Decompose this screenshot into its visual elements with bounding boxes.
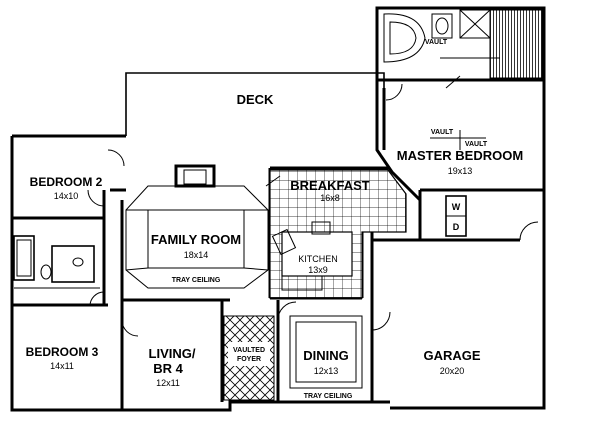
bedroom3-size: 14x11 <box>50 361 74 371</box>
dining-note: TRAY CEILING <box>304 393 353 400</box>
family-room-tray <box>125 164 269 289</box>
deck-label: DECK <box>237 92 274 107</box>
master-bedroom-label: MASTER BEDROOM <box>397 148 523 163</box>
foyer-lattice <box>223 315 275 401</box>
breakfast-tile <box>269 169 407 299</box>
garage-size: 20x20 <box>440 366 465 376</box>
dining-label: DINING <box>303 348 349 363</box>
living-label-line2: BR 4 <box>153 361 183 376</box>
breakfast-label: BREAKFAST <box>290 178 370 193</box>
hall-bath <box>13 235 100 289</box>
family-room-note: TRAY CEILING <box>172 277 221 284</box>
kitchen-size: 13x9 <box>308 265 328 275</box>
family-room-label: FAMILY ROOM <box>151 232 241 247</box>
breakfast-size: 16x8 <box>320 193 340 203</box>
foyer-label-line1: VAULTED <box>233 347 265 354</box>
vault-left-label: VAULT <box>431 129 454 136</box>
vault-marks <box>430 75 486 150</box>
vault-bath-label: VAULT <box>425 39 448 46</box>
dryer-label: D <box>453 222 460 232</box>
dining-tray <box>289 315 363 389</box>
living-size: 12x11 <box>156 378 180 388</box>
bedroom2-size: 14x10 <box>54 191 79 201</box>
vault-right-label: VAULT <box>465 141 488 148</box>
bedroom2-label: BEDROOM 2 <box>30 175 103 189</box>
master-bedroom-size: 19x13 <box>448 166 473 176</box>
kitchen-label: KITCHEN <box>298 254 338 264</box>
door-swings <box>87 83 539 337</box>
bedroom3-label: BEDROOM 3 <box>26 345 99 359</box>
dining-size: 12x13 <box>314 366 339 376</box>
foyer-label-line2: FOYER <box>237 356 261 363</box>
master-suite-block <box>375 6 546 82</box>
living-label-line1: LIVING/ <box>149 346 196 361</box>
family-room-size: 18x14 <box>184 250 209 260</box>
washer-label: W <box>452 202 461 212</box>
garage-label: GARAGE <box>423 348 480 363</box>
exterior-walls <box>10 8 546 412</box>
